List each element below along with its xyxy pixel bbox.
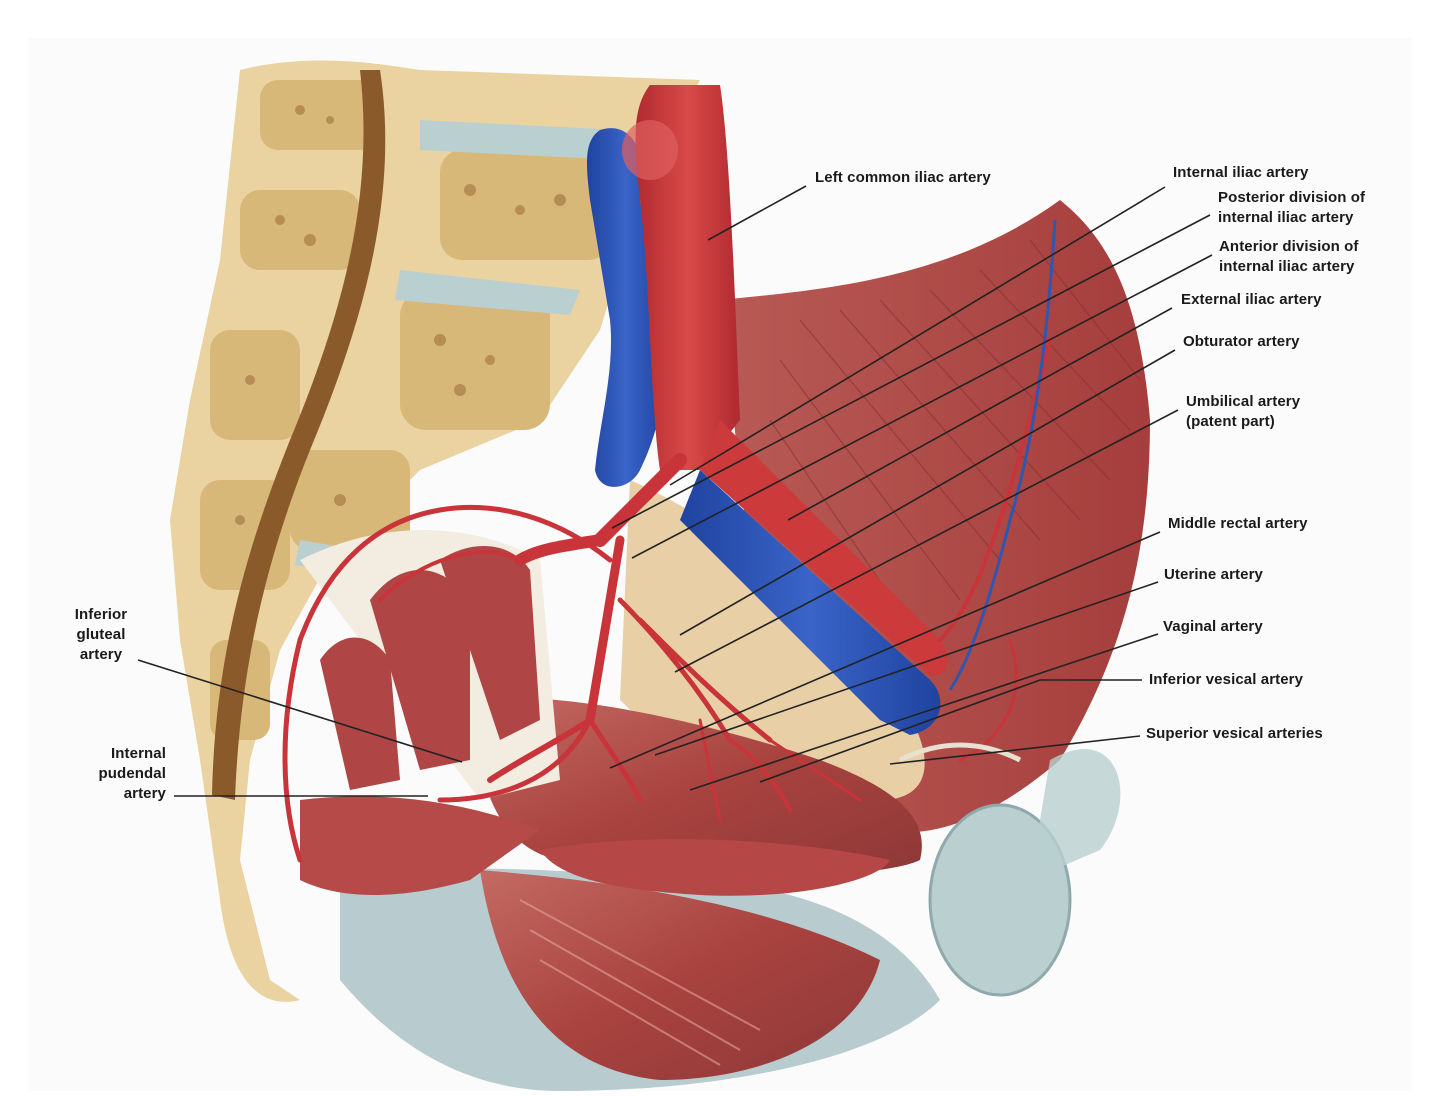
label-umbilical-line1: Umbilical artery <box>1186 393 1301 410</box>
leader-left-common-iliac <box>707 185 807 241</box>
piriformis <box>320 546 540 790</box>
label-superior-vesical-arteries: Superior vesical arteries <box>1146 725 1323 742</box>
leader-inferior-vesical <box>759 679 1142 783</box>
label-external-iliac-artery: External iliac artery <box>1181 291 1322 308</box>
label-posterior-division-line1: Posterior division of <box>1218 189 1366 206</box>
leader-middle-rectal <box>609 531 1161 769</box>
label-left-common-iliac-artery: Left common iliac artery <box>815 169 991 186</box>
label-inferior-gluteal-line3: artery <box>79 646 123 663</box>
label-middle-rectal-artery: Middle rectal artery <box>1168 515 1308 532</box>
trabecular-bone <box>226 105 566 684</box>
coccygeus <box>300 796 540 895</box>
pelvic-viscera <box>620 480 925 800</box>
label-anterior-division: Anterior division of internal iliac arte… <box>1219 237 1359 277</box>
label-anterior-division-line1: Anterior division of <box>1219 238 1359 255</box>
label-anterior-division-line2: internal iliac artery <box>1219 258 1355 275</box>
external-iliac-artery <box>700 420 948 676</box>
leader-lines <box>137 185 1213 797</box>
label-uterine-artery: Uterine artery <box>1164 566 1263 583</box>
label-posterior-division: Posterior division of internal iliac art… <box>1218 188 1365 228</box>
internal-iliac-branches <box>282 338 1052 863</box>
leader-external-iliac <box>787 307 1173 521</box>
leader-posterior-division <box>611 214 1211 529</box>
label-inferior-vesical-artery: Inferior vesical artery <box>1149 671 1304 688</box>
label-posterior-division-line2: internal iliac artery <box>1218 209 1354 226</box>
label-vaginal-artery: Vaginal artery <box>1163 618 1263 635</box>
spinal-canal <box>212 70 386 800</box>
leader-umbilical <box>674 409 1179 673</box>
label-obturator-artery: Obturator artery <box>1183 333 1300 350</box>
lower-fibers <box>519 899 761 1066</box>
label-umbilical-line2: (patent part) <box>1186 413 1275 430</box>
leader-inferior-gluteal <box>137 659 463 763</box>
leader-obturator <box>679 349 1176 636</box>
label-umbilical-artery: Umbilical artery (patent part) <box>1186 392 1300 432</box>
label-internal-pudendal-line1: Internal <box>111 745 166 762</box>
external-iliac-vein <box>680 470 941 735</box>
rectum-segment <box>540 839 890 896</box>
label-internal-pudendal-line3: artery <box>123 785 166 802</box>
aortic-bifurcation <box>622 120 678 180</box>
leader-vaginal <box>689 633 1159 791</box>
label-inferior-gluteal-line1: Inferior <box>74 606 128 623</box>
label-internal-pudendal-line2: pudendal <box>98 765 166 782</box>
leader-anterior-division <box>631 254 1213 559</box>
leader-superior-vesical <box>889 735 1141 765</box>
levator-ani-lower <box>480 870 880 1080</box>
pubic-ramus <box>1030 749 1121 880</box>
label-internal-pudendal-artery: Internal pudendal artery <box>70 744 166 804</box>
label-internal-iliac-artery: Internal iliac artery <box>1173 164 1309 181</box>
label-inferior-gluteal-line2: gluteal <box>76 626 126 643</box>
round-ligament <box>898 742 1022 763</box>
leader-internal-iliac <box>669 186 1166 486</box>
label-inferior-gluteal-artery: Inferior gluteal artery <box>60 605 142 665</box>
common-iliac-artery <box>635 85 740 470</box>
leader-uterine <box>654 581 1159 756</box>
common-iliac-vein <box>587 128 665 487</box>
